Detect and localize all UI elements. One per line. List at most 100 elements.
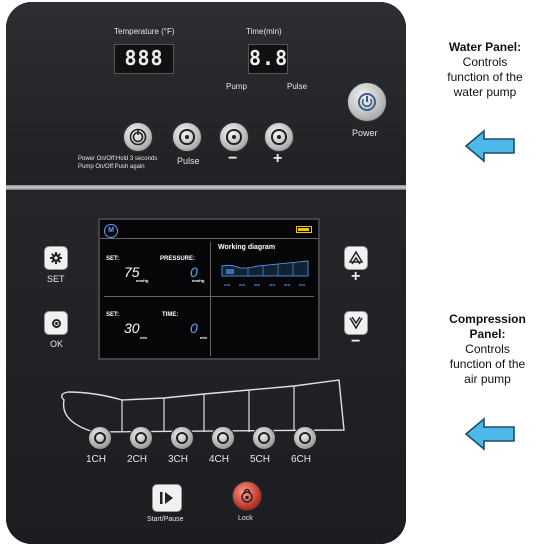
- temperature-label: Temperature (°F): [114, 27, 175, 36]
- elapsed-time-value: 0: [190, 320, 198, 336]
- power-button[interactable]: [347, 82, 387, 122]
- set-pressure-unit: mmHg: [136, 278, 149, 283]
- set-pressure-label: SET:: [106, 256, 120, 262]
- gear-icon: [50, 252, 62, 264]
- pump-power-icon: [129, 128, 147, 146]
- pressure-up-icon: [348, 250, 364, 265]
- instruction-line-1: Power On/Off:Hold 3 seconds: [78, 156, 158, 162]
- set-pressure-value: 75: [124, 264, 140, 280]
- channel-ring-icon: [299, 432, 311, 444]
- time-label: Time(min): [246, 27, 282, 36]
- power-label: Power: [352, 128, 378, 138]
- current-pressure-unit: mmHg: [192, 278, 205, 283]
- water-desc-line-2: function of the: [447, 70, 523, 84]
- compression-desc-line-1: Controls: [465, 342, 510, 356]
- water-plus-button[interactable]: [264, 122, 294, 152]
- compression-panel-title-1: Compression: [449, 312, 526, 326]
- panel-divider: [6, 185, 406, 190]
- diagram-chamber-4: 4CH: [269, 283, 276, 287]
- channel-label-1: 1CH: [86, 454, 107, 465]
- compression-desc-line-2: function of the: [449, 357, 526, 371]
- lock-label: Lock: [238, 515, 253, 522]
- screen-divider-top: [100, 238, 318, 239]
- diagram-chamber-1: 1CH: [224, 283, 231, 287]
- channel-button-5[interactable]: [252, 426, 276, 450]
- diagram-chamber-6: 6CH: [299, 283, 306, 287]
- compression-panel-title-2: Panel:: [469, 327, 506, 341]
- pulse-button[interactable]: [172, 122, 202, 152]
- channel-button-2[interactable]: [129, 426, 153, 450]
- pressure-minus-symbol: −: [351, 333, 361, 350]
- working-diagram-title: Working diagram: [218, 244, 276, 251]
- channel-label-2: 2CH: [127, 454, 148, 465]
- battery-icon: [296, 226, 312, 233]
- screen-divider-middle: [104, 296, 314, 297]
- pump-power-button[interactable]: [123, 122, 153, 152]
- current-pressure-value: 0: [190, 264, 198, 280]
- channel-label-6: 6CH: [291, 454, 312, 465]
- plus-button-ring-icon: [271, 129, 287, 145]
- set-time-label: SET:: [106, 312, 120, 318]
- pressure-down-icon: [349, 316, 363, 330]
- power-icon: [358, 93, 376, 111]
- mode-badge: M: [104, 224, 118, 238]
- channel-ring-icon: [176, 432, 188, 444]
- instruction-line-2: Pump On/Off:Push again: [78, 164, 145, 170]
- diagram-chamber-labels: 1CH 2CH 3CH 4CH 5CH 6CH: [224, 283, 314, 289]
- ok-icon: [51, 318, 61, 328]
- water-minus-button[interactable]: [219, 122, 249, 152]
- lock-icon: [241, 488, 253, 503]
- set-label: SET: [47, 274, 65, 284]
- lock-button[interactable]: [232, 481, 262, 511]
- water-desc-line-1: Controls: [462, 55, 508, 69]
- compression-desc-line-3: air pump: [464, 372, 511, 386]
- ok-label: OK: [50, 339, 64, 349]
- pulse-indicator-label: Pulse: [287, 82, 308, 91]
- start-pause-label: Start/Pause: [147, 516, 184, 523]
- compression-panel-annotation: Compression Panel: Controls function of …: [430, 312, 545, 387]
- water-panel-arrow-icon: [464, 129, 515, 163]
- plus-symbol: +: [273, 150, 283, 167]
- device-panel: Temperature (°F) 888 Time(min) 8.8 Pump …: [6, 2, 406, 544]
- water-panel-title: Water Panel:: [448, 40, 522, 54]
- channel-ring-icon: [258, 432, 270, 444]
- screen-divider-vertical: [210, 242, 211, 356]
- start-pause-button[interactable]: [152, 484, 182, 512]
- set-time-value: 30: [124, 320, 140, 336]
- water-panel: Temperature (°F) 888 Time(min) 8.8 Pump …: [6, 2, 406, 185]
- set-button[interactable]: [44, 246, 68, 270]
- channel-button-6[interactable]: [293, 426, 317, 450]
- channel-button-3[interactable]: [170, 426, 194, 450]
- channel-label-5: 5CH: [250, 454, 271, 465]
- channel-label-4: 4CH: [209, 454, 230, 465]
- pressure-label: PRESSURE:: [160, 256, 196, 262]
- pulse-label: Pulse: [177, 156, 200, 166]
- channel-label-3: 3CH: [168, 454, 189, 465]
- pressure-plus-symbol: +: [351, 268, 361, 285]
- pump-indicator-label: Pump: [226, 82, 247, 91]
- channel-ring-icon: [135, 432, 147, 444]
- pulse-button-ring-icon: [179, 129, 195, 145]
- compression-panel-arrow-icon: [464, 417, 515, 451]
- minus-symbol: −: [228, 150, 238, 167]
- time-label-screen: TIME:: [162, 312, 179, 318]
- ok-button[interactable]: [44, 311, 68, 335]
- temperature-display: 888: [114, 44, 174, 74]
- channel-ring-icon: [94, 432, 106, 444]
- lcd-screen: M Working diagram SET: PRESSURE: 75 mmHg…: [98, 218, 320, 360]
- diagram-chamber-3: 3CH: [254, 283, 261, 287]
- pressure-minus-button[interactable]: [344, 311, 368, 335]
- water-panel-annotation: Water Panel: Controls function of the wa…: [430, 40, 540, 100]
- minus-button-ring-icon: [226, 129, 242, 145]
- set-time-unit: min: [140, 335, 148, 340]
- time-display: 8.8: [248, 44, 288, 74]
- pressure-plus-button[interactable]: [344, 246, 368, 270]
- water-desc-line-3: water pump: [453, 85, 517, 99]
- elapsed-time-unit: min: [200, 335, 208, 340]
- diagram-chamber-5: 5CH: [284, 283, 291, 287]
- play-pause-icon: [160, 492, 173, 504]
- channel-button-1[interactable]: [88, 426, 112, 450]
- leg-sleeve-diagram: [61, 379, 345, 433]
- channel-button-4[interactable]: [211, 426, 235, 450]
- diagram-chamber-2: 2CH: [239, 283, 246, 287]
